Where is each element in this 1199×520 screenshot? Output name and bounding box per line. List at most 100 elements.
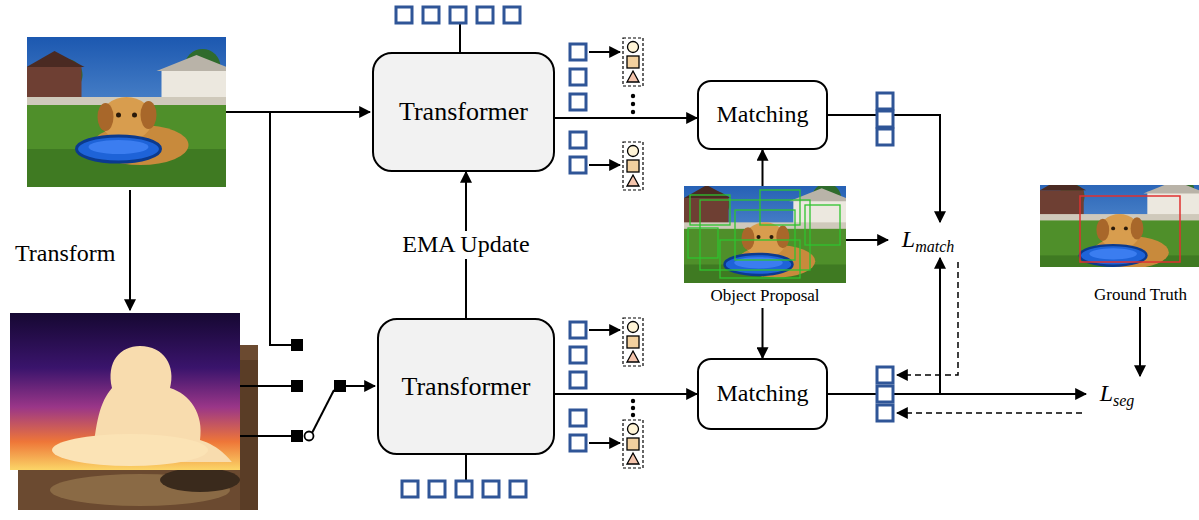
switch-terminal bbox=[334, 380, 346, 392]
prediction-group bbox=[623, 420, 643, 468]
depth-map bbox=[10, 313, 240, 470]
image-panel: Object Proposal bbox=[684, 186, 846, 308]
query-token bbox=[450, 7, 466, 23]
prediction-group bbox=[627, 438, 639, 450]
prediction-group bbox=[627, 42, 639, 465]
proposal-photo bbox=[688, 228, 718, 258]
gradient-arrow bbox=[897, 412, 1082, 414]
subscript: match bbox=[915, 238, 954, 256]
switch-terminal bbox=[291, 380, 303, 392]
query-token bbox=[456, 481, 472, 497]
wire bbox=[240, 435, 291, 437]
prediction-group bbox=[627, 175, 639, 186]
proposal-photo bbox=[760, 190, 800, 225]
node-text: Transformer bbox=[401, 372, 530, 402]
token-arrow bbox=[589, 329, 620, 331]
prediction-group bbox=[631, 406, 635, 410]
prediction-group bbox=[628, 322, 639, 333]
token-arrow bbox=[589, 52, 620, 443]
prediction-group bbox=[628, 424, 639, 435]
annotation: Transform bbox=[12, 240, 118, 268]
wire bbox=[226, 111, 370, 113]
proposal-photo bbox=[735, 210, 795, 260]
query-token bbox=[570, 132, 586, 148]
ground-truth-photo bbox=[1040, 166, 1199, 285]
prediction-group bbox=[631, 110, 635, 114]
prediction-group bbox=[631, 94, 635, 98]
subscript: seg bbox=[1113, 392, 1134, 410]
proposal-photo bbox=[684, 174, 846, 296]
query-token bbox=[402, 481, 418, 497]
matching-box: Matching bbox=[697, 358, 828, 430]
prediction-group bbox=[623, 318, 643, 366]
image-panel: Ground Truth bbox=[1082, 185, 1199, 307]
prediction-group bbox=[623, 142, 643, 190]
token-arrow bbox=[589, 442, 620, 444]
token-arrow bbox=[589, 164, 620, 166]
query-token bbox=[429, 481, 445, 497]
depth-map bbox=[10, 313, 240, 470]
query-token bbox=[877, 405, 893, 421]
encoder-box: Transformer bbox=[377, 318, 555, 455]
prediction-group bbox=[627, 336, 639, 348]
query-token bbox=[877, 93, 893, 109]
prediction-group bbox=[631, 399, 635, 403]
query-token bbox=[504, 7, 520, 23]
connector bbox=[828, 258, 940, 394]
prediction-group bbox=[623, 38, 643, 468]
token-arrow bbox=[589, 51, 620, 53]
node-text: Object Proposal bbox=[710, 286, 819, 306]
matching-box: Matching bbox=[697, 80, 828, 150]
wire bbox=[465, 455, 467, 480]
query-token bbox=[570, 347, 586, 363]
loss-term: Lseg bbox=[1086, 376, 1148, 412]
node-text: L bbox=[902, 226, 915, 254]
depth-map bbox=[52, 434, 208, 466]
query-token bbox=[877, 129, 893, 145]
node-text: Matching bbox=[717, 101, 809, 129]
prediction-group bbox=[631, 94, 635, 417]
ground-truth-photo bbox=[1080, 196, 1180, 262]
connector bbox=[828, 393, 1086, 395]
query-token bbox=[570, 157, 586, 173]
node-text: Matching bbox=[717, 380, 809, 408]
wire bbox=[459, 24, 461, 52]
connector bbox=[762, 308, 764, 358]
proposal-photo bbox=[688, 190, 840, 278]
proposal-photo bbox=[805, 205, 840, 245]
proposal-photo bbox=[700, 200, 810, 270]
query-token bbox=[396, 7, 412, 23]
query-token bbox=[570, 69, 586, 85]
query-token bbox=[570, 410, 586, 426]
wire bbox=[129, 190, 131, 310]
prediction-group bbox=[628, 146, 639, 157]
connector bbox=[1139, 307, 1141, 376]
wire bbox=[240, 385, 291, 387]
gradient-arrow bbox=[897, 262, 958, 375]
wire bbox=[270, 112, 291, 345]
connector bbox=[555, 117, 697, 119]
switch-terminal bbox=[291, 339, 303, 351]
prediction-group bbox=[627, 351, 639, 362]
query-token bbox=[510, 481, 526, 497]
prediction-group bbox=[627, 56, 639, 68]
node-text: Transformer bbox=[399, 97, 528, 127]
query-token bbox=[570, 44, 586, 60]
query-token bbox=[570, 435, 586, 451]
query-token bbox=[877, 386, 893, 402]
wire bbox=[346, 385, 375, 387]
query-token bbox=[877, 111, 893, 127]
query-token bbox=[483, 481, 499, 497]
ground-truth-photo bbox=[1040, 166, 1199, 285]
connector bbox=[555, 393, 697, 395]
encoder-box: Transformer bbox=[372, 52, 555, 172]
edge-label: EMA Update bbox=[399, 231, 532, 259]
connector bbox=[846, 239, 888, 241]
prediction-group bbox=[627, 453, 639, 464]
query-token bbox=[570, 94, 586, 110]
prediction-group bbox=[627, 160, 639, 172]
connector bbox=[762, 150, 764, 186]
switch-terminal bbox=[291, 430, 303, 442]
prediction-group bbox=[623, 38, 643, 468]
